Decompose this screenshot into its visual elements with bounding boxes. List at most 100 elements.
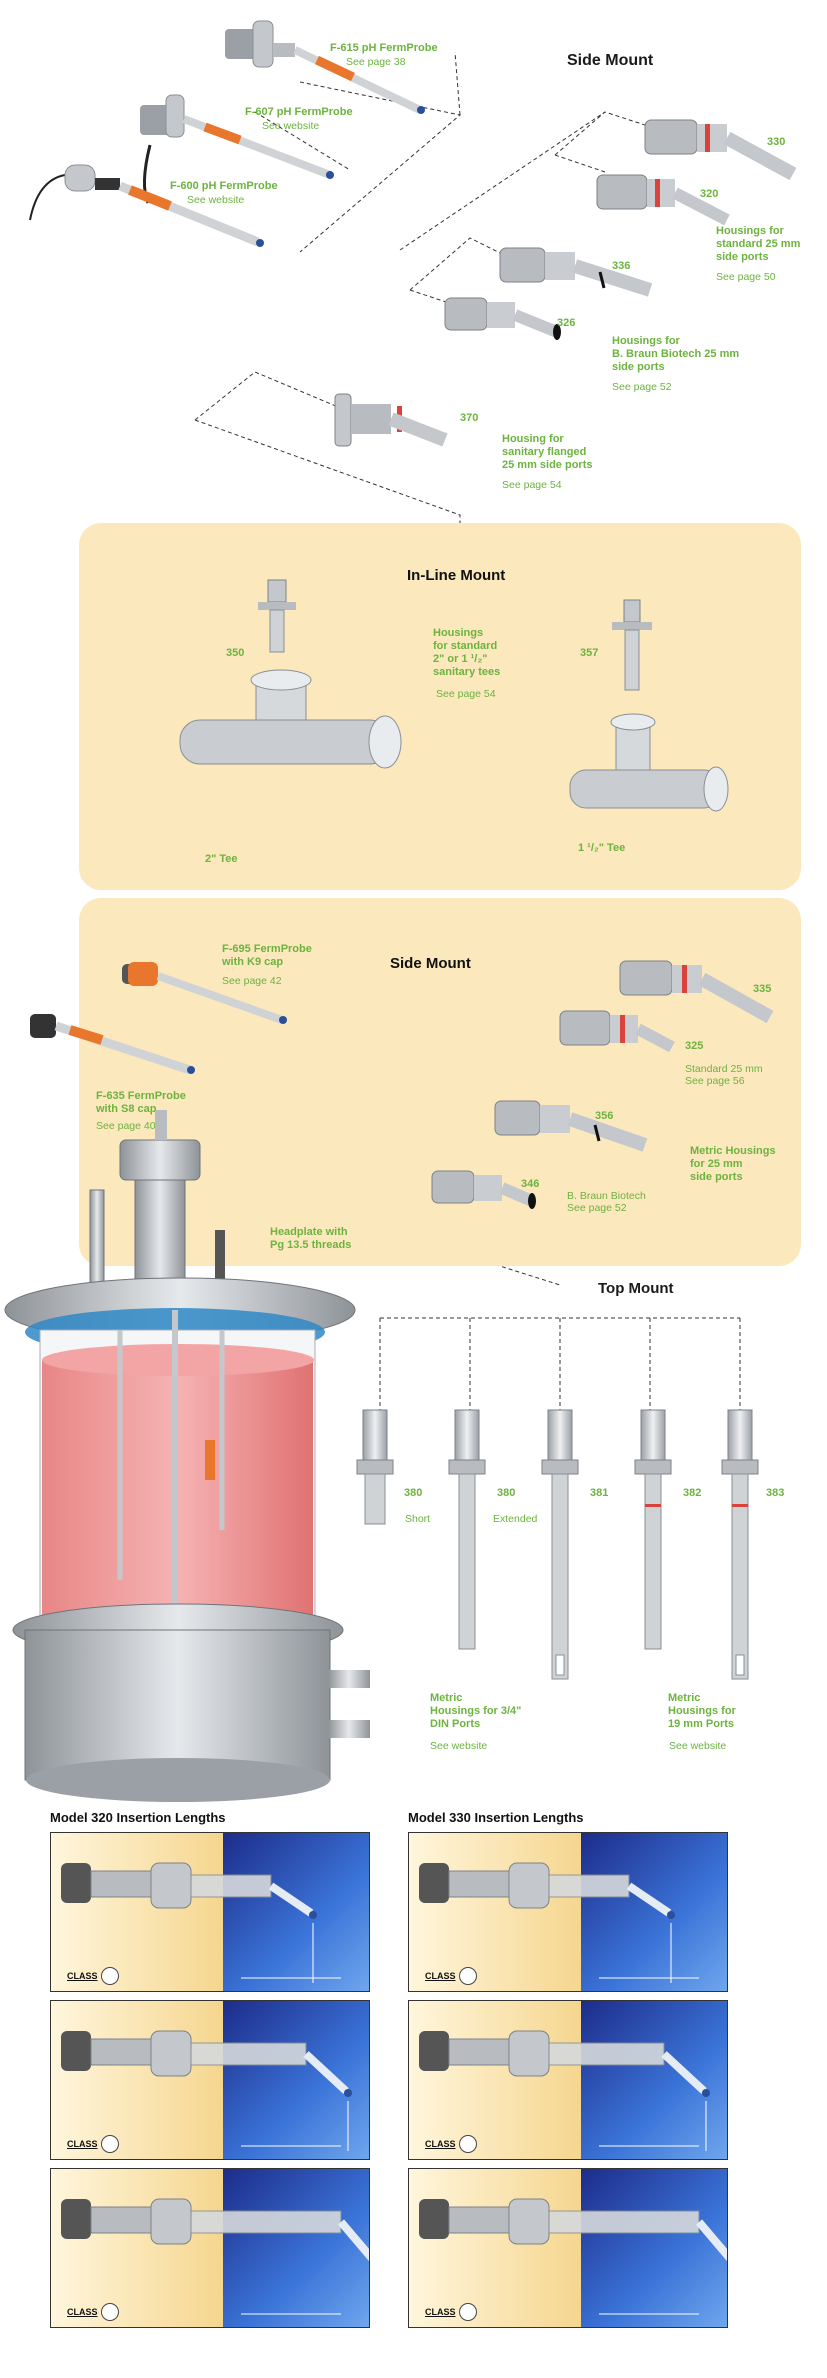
housing-357-number: 357 — [580, 647, 599, 659]
housing-356-number: 356 — [595, 1110, 614, 1122]
class-label: CLASS — [425, 2307, 456, 2317]
class-circle — [101, 2135, 119, 2153]
thumb-background-right — [581, 1833, 727, 1991]
standard-housings-label: Housings for standard 25 mm side ports — [716, 225, 800, 264]
housing-370-number: 370 — [460, 412, 479, 424]
label-line: Housings for — [716, 225, 784, 237]
label-line: Housing for — [502, 433, 564, 445]
label-line: Metric — [668, 1692, 701, 1704]
label-line: side ports — [612, 361, 665, 373]
extended-label: Extended — [493, 1513, 538, 1525]
label-line: Pg 13.5 threads — [270, 1239, 352, 1251]
fermprobe-f615-image — [225, 20, 425, 114]
class-label: CLASS — [67, 2307, 98, 2317]
metric-housings-25mm-label: Metric Housings for 25 mm side ports — [690, 1145, 776, 1184]
probe-housing-image — [419, 2030, 710, 2151]
side-mount-lower-title: Side Mount — [390, 955, 471, 972]
headplate-label: Headplate with Pg 13.5 threads — [270, 1226, 351, 1252]
label-line: Metric Housings — [690, 1145, 776, 1157]
housing-326-image — [444, 297, 561, 340]
thumb-background-right — [223, 2169, 369, 2327]
label-line: side ports — [690, 1171, 743, 1183]
probe-f607-ref: See website — [262, 120, 320, 132]
housing-382-image — [634, 1409, 672, 1650]
label-line: with K9 cap — [222, 956, 284, 968]
side-mount-title: Side Mount — [567, 52, 654, 69]
label-line: side ports — [716, 251, 769, 263]
probe-housing-image — [61, 2030, 352, 2151]
insertion-thumb-330-2: CLASS — [408, 2000, 728, 2160]
inline-housings-label: Housings for standard 2" or 1 ¹/₂" sanit… — [433, 627, 500, 679]
class-circle — [101, 2303, 119, 2321]
bbraun-biotech-label: B. Braun Biotech See page 52 — [567, 1190, 646, 1214]
thumb-background-right — [223, 2001, 369, 2159]
probe-f695-ref: See page 42 — [222, 975, 282, 987]
housing-356-image — [494, 1100, 648, 1152]
metric-19mm-label: Metric Housings for 19 mm Ports — [668, 1692, 736, 1731]
label-line: with S8 cap — [96, 1103, 157, 1115]
metric-34-din-label: Metric Housings for 3/4" DIN Ports — [430, 1692, 521, 1731]
inline-mount-title: In-Line Mount — [407, 567, 506, 584]
label-line: B. Braun Biotech — [567, 1190, 646, 1202]
insertion-thumb-320-2: CLASS — [50, 2000, 370, 2160]
tee-1-5-inch-label: 1 ¹/₂" Tee — [578, 842, 626, 854]
housing-381-number: 381 — [590, 1487, 609, 1499]
housing-335-image — [619, 960, 774, 1024]
probe-housing-image — [61, 2198, 369, 2315]
inline-mount-panel — [79, 523, 801, 890]
housing-326-number: 326 — [557, 317, 576, 329]
class-label: CLASS — [67, 1971, 98, 1981]
bbraun-housings-ref: See page 52 — [612, 381, 672, 393]
side-mount-lower-panel — [79, 898, 801, 1266]
housing-350-number: 350 — [226, 647, 245, 659]
housing-320-image — [596, 174, 730, 226]
housing-335-number: 335 — [753, 983, 772, 995]
sanitary-housing-label: Housing for sanitary flanged 25 mm side … — [502, 433, 592, 472]
label-line: standard 25 mm — [716, 238, 801, 250]
class-label: CLASS — [67, 2139, 98, 2149]
label-line: sanitary flanged — [502, 446, 587, 458]
label-line: 19 mm Ports — [668, 1718, 735, 1730]
label-line: B. Braun Biotech 25 mm — [612, 348, 740, 360]
housing-383-image — [721, 1409, 759, 1680]
housing-336-image — [499, 247, 653, 297]
short-label: Short — [405, 1513, 431, 1525]
insertion-thumb-330-3: CLASS — [408, 2168, 728, 2328]
probe-f600-ref: See website — [187, 194, 245, 206]
thumb-background-left — [409, 2001, 581, 2159]
housing-330-number: 330 — [767, 136, 786, 148]
label-line: Housings for 3/4" — [430, 1705, 522, 1717]
housing-320-number: 320 — [700, 188, 719, 200]
probe-housing-image — [61, 1862, 341, 1983]
tee-2-inch-label: 2" Tee — [205, 853, 238, 865]
class-circle — [459, 2303, 477, 2321]
label-line: Housings for — [612, 335, 680, 347]
label-line: DIN Ports — [430, 1718, 481, 1730]
metric-34-din-ref: See website — [430, 1740, 488, 1752]
standard-25mm-label: Standard 25 mm See page 56 — [685, 1063, 763, 1087]
label-line: Metric — [430, 1692, 463, 1704]
standard-housings-ref: See page 50 — [716, 271, 776, 283]
label-line: F-635 FermProbe — [96, 1090, 186, 1102]
housing-346-number: 346 — [521, 1178, 540, 1190]
metric-19mm-ref: See website — [669, 1740, 727, 1752]
tee-2-inch-image — [179, 579, 402, 769]
label-line: 2" or 1 ¹/₂" — [433, 653, 488, 665]
probe-f615-ref: See page 38 — [346, 56, 406, 68]
model-330-insertion-title: Model 330 Insertion Lengths — [408, 1810, 584, 1825]
bioreactor-vessel-image — [4, 1110, 370, 1802]
label-line: Housings for — [668, 1705, 736, 1717]
housing-330-image — [644, 119, 797, 181]
top-mount-title: Top Mount — [598, 1280, 674, 1297]
probe-f607-name: F-607 pH FermProbe — [245, 106, 353, 118]
housing-370-image — [334, 393, 448, 447]
label-line: Housings — [433, 627, 484, 639]
tee-1-5-inch-image — [569, 599, 729, 812]
probe-f600-name: F-600 pH FermProbe — [170, 180, 278, 192]
label-line: Headplate with — [270, 1226, 348, 1238]
housing-380-short-image — [356, 1409, 394, 1525]
housing-325-number: 325 — [685, 1040, 704, 1052]
label-line: for standard — [433, 640, 498, 652]
thumb-background-left — [51, 2001, 223, 2159]
thumb-background-right — [581, 2169, 727, 2327]
